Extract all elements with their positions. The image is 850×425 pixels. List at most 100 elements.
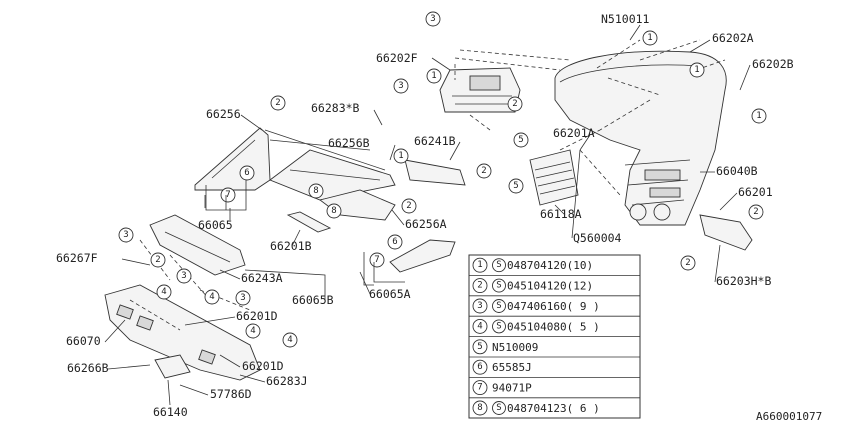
label-66140: 66140 bbox=[153, 405, 188, 419]
legend-part-code: 94071P bbox=[492, 382, 532, 395]
callout-4: 4 bbox=[282, 332, 298, 348]
legend-part-code: 048704120(10) bbox=[507, 259, 593, 272]
callout-1: 1 bbox=[393, 148, 409, 164]
label-66201D-lower: 66201D bbox=[242, 359, 284, 373]
standard-part-letter: S bbox=[496, 260, 501, 270]
callout-2: 2 bbox=[507, 96, 523, 112]
svg-text:6: 6 bbox=[392, 237, 397, 247]
callout-4: 4 bbox=[245, 323, 261, 339]
legend-row: 1 S 048704120(10) bbox=[472, 257, 593, 273]
lower-cover-right-part bbox=[699, 214, 753, 251]
callout-3: 3 bbox=[176, 268, 192, 284]
callout-5: 5 bbox=[508, 178, 524, 194]
svg-text:2: 2 bbox=[481, 166, 486, 176]
svg-text:4: 4 bbox=[209, 292, 214, 302]
legend-callout bbox=[472, 298, 488, 314]
diagram-id: A660001077 bbox=[756, 410, 822, 423]
svg-text:2: 2 bbox=[685, 258, 690, 268]
callout-7: 7 bbox=[220, 187, 236, 203]
label-66256B: 66256B bbox=[328, 136, 370, 150]
standard-part-mark bbox=[492, 401, 506, 415]
label-66201B: 66201B bbox=[270, 239, 312, 253]
legend-callout bbox=[472, 318, 488, 334]
legend-part-code: 65585J bbox=[492, 361, 532, 374]
label-66266B: 66266B bbox=[67, 361, 109, 375]
label-66065A: 66065A bbox=[369, 287, 411, 301]
svg-text:2: 2 bbox=[406, 201, 411, 211]
legend-row: 6 65585J bbox=[469, 356, 640, 375]
label-66256A: 66256A bbox=[405, 217, 447, 231]
standard-part-letter: S bbox=[496, 281, 501, 291]
standard-part-mark bbox=[492, 258, 506, 273]
label-66201D-upper: 66201D bbox=[236, 309, 278, 323]
callout-7: 7 bbox=[369, 252, 385, 268]
label-66065B: 66065B bbox=[292, 293, 334, 307]
callout-6: 6 bbox=[387, 234, 403, 250]
callout-5: 5 bbox=[513, 132, 529, 148]
legend-callout bbox=[472, 359, 488, 375]
bracket-66243A-part bbox=[149, 214, 246, 276]
svg-text:7: 7 bbox=[225, 190, 230, 200]
callout-4: 4 bbox=[204, 289, 220, 305]
legend-callout bbox=[472, 278, 488, 294]
svg-text:2: 2 bbox=[275, 98, 280, 108]
label-N510011: N510011 bbox=[601, 12, 650, 26]
label-66065: 66065 bbox=[198, 218, 233, 232]
svg-text:4: 4 bbox=[250, 326, 255, 336]
callout-8: 8 bbox=[326, 203, 342, 219]
legend-row: 2 S 045104120(12) bbox=[469, 274, 640, 294]
legend-callout bbox=[472, 380, 488, 396]
lower-panel-66070-part bbox=[104, 284, 261, 381]
legend-part-code: 048704123( 6 ) bbox=[507, 402, 600, 415]
lower-panel-66065A-part bbox=[389, 239, 456, 273]
legend-number: 8 bbox=[477, 403, 482, 413]
callout-2: 2 bbox=[748, 204, 764, 220]
legend-row: 7 94071P bbox=[469, 376, 640, 396]
callout-2: 2 bbox=[476, 163, 492, 179]
svg-text:8: 8 bbox=[313, 186, 318, 196]
legend-callout bbox=[472, 339, 488, 355]
label-66202A: 66202A bbox=[712, 31, 754, 45]
label-66256: 66256 bbox=[206, 107, 241, 121]
legend-callout bbox=[472, 257, 488, 273]
legend-part-code: 045104080( 5 ) bbox=[507, 320, 600, 333]
legend-part-code: 045104120(12) bbox=[507, 280, 593, 293]
svg-text:3: 3 bbox=[398, 81, 403, 91]
svg-text:3: 3 bbox=[430, 14, 435, 24]
svg-text:8: 8 bbox=[331, 206, 336, 216]
svg-text:1: 1 bbox=[398, 151, 403, 161]
svg-text:1: 1 bbox=[756, 111, 761, 121]
callout-3: 3 bbox=[118, 227, 134, 243]
legend-number: 3 bbox=[477, 301, 482, 311]
label-66203HB: 66203H*B bbox=[716, 274, 771, 288]
svg-text:3: 3 bbox=[181, 271, 186, 281]
legend-number: 1 bbox=[477, 260, 482, 270]
legend-number: 7 bbox=[477, 383, 482, 393]
callout-3: 3 bbox=[235, 290, 251, 306]
label-66202B: 66202B bbox=[752, 57, 794, 71]
label-66118A: 66118A bbox=[540, 207, 582, 221]
legend-part-code: N510009 bbox=[492, 341, 538, 354]
callout-3: 3 bbox=[393, 78, 409, 94]
svg-text:1: 1 bbox=[694, 65, 699, 75]
callout-8: 8 bbox=[308, 183, 324, 199]
svg-text:2: 2 bbox=[753, 207, 758, 217]
label-66070: 66070 bbox=[66, 334, 101, 348]
callout-2: 2 bbox=[150, 252, 166, 268]
legend-number: 6 bbox=[477, 362, 482, 372]
label-66201A: 66201A bbox=[553, 126, 595, 140]
callout-1: 1 bbox=[426, 68, 442, 84]
legend-part-code: 047406160( 9 ) bbox=[507, 300, 600, 313]
standard-part-letter: S bbox=[496, 321, 501, 331]
label-66201: 66201 bbox=[738, 185, 773, 199]
long-bracket-part bbox=[269, 149, 396, 201]
standard-part-mark bbox=[492, 319, 506, 334]
label-66283J: 66283J bbox=[266, 374, 308, 388]
svg-text:7: 7 bbox=[374, 255, 379, 265]
legend-number: 2 bbox=[477, 281, 482, 291]
svg-text:5: 5 bbox=[518, 135, 523, 145]
